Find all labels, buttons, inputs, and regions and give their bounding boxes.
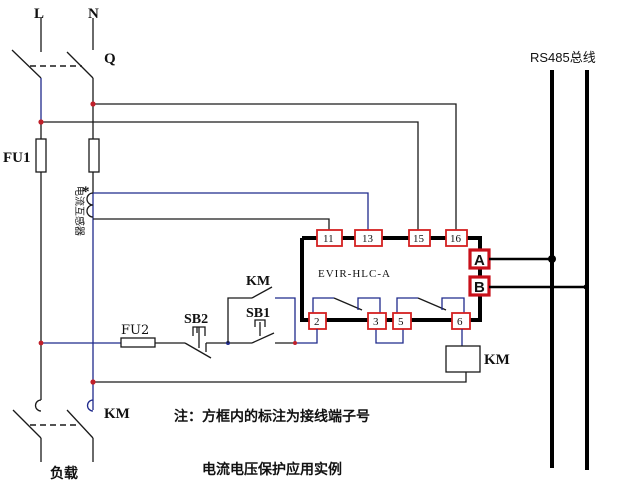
- wire-to-16: [93, 103, 457, 232]
- label-SB2: SB2: [184, 312, 208, 327]
- terminal-A[interactable]: A: [468, 248, 491, 270]
- wire-ct-to-11: [93, 218, 330, 232]
- wire-coil-return: [93, 372, 467, 383]
- terminal-B[interactable]: B: [468, 275, 491, 297]
- device-model: EVIR-HLC-A: [318, 268, 391, 280]
- label-load: 负载: [50, 465, 78, 482]
- label-FU1: FU1: [3, 150, 31, 166]
- jumper-3-5: [375, 328, 404, 344]
- svg-text:B: B: [474, 279, 485, 296]
- label-SB1: SB1: [246, 306, 270, 321]
- junction: [38, 119, 44, 125]
- junction: [293, 341, 297, 345]
- wire-to-15: [41, 121, 419, 232]
- label-current-transformer: 电流互感器: [73, 186, 86, 236]
- current-transformer-coil: [86, 192, 94, 218]
- pushbutton-SB2: [184, 326, 212, 359]
- diagram-caption: 电流电压保护应用实例: [202, 461, 342, 478]
- svg-text:A: A: [474, 252, 485, 269]
- contact-KM-holding: [227, 286, 296, 343]
- svg-text:13: 13: [362, 233, 374, 245]
- relay-contact-2-3: [312, 297, 381, 315]
- fuse-FU1-L: [35, 138, 47, 173]
- label-KM-contactor: KM: [104, 406, 130, 422]
- terminal-2[interactable]: 2: [308, 312, 327, 330]
- label-FU2: FU2: [121, 323, 149, 338]
- ct-polarity-star: *: [82, 184, 90, 200]
- wire-ct-to-13: [93, 192, 369, 232]
- label-KM-coil: KM: [484, 352, 510, 368]
- terminal-13[interactable]: 13: [354, 229, 383, 247]
- svg-text:16: 16: [450, 233, 462, 245]
- breaker-Q: [11, 49, 94, 79]
- terminal-3[interactable]: 3: [367, 312, 387, 330]
- label-Q: Q: [104, 51, 116, 67]
- junction: [90, 379, 96, 385]
- terminal-11[interactable]: 11: [316, 229, 343, 247]
- note-terminal-numbers: 注：方框内的标注为接线端子号: [174, 408, 370, 425]
- label-N: N: [88, 6, 99, 22]
- relay-contact-5-6: [396, 297, 465, 315]
- svg-text:11: 11: [323, 233, 334, 245]
- terminal-6[interactable]: 6: [451, 312, 471, 330]
- junction: [38, 340, 44, 346]
- svg-text:5: 5: [398, 316, 404, 328]
- pushbutton-SB1: [251, 319, 295, 344]
- terminal-15[interactable]: 15: [408, 229, 431, 247]
- fuse-FU2: [120, 337, 156, 348]
- label-L: L: [34, 6, 44, 22]
- rs485-bus-label: RS485总线: [530, 50, 596, 65]
- coil-KM: [445, 345, 481, 373]
- wire-to-terminal-2: [295, 329, 318, 344]
- contactor-KM-N-arc: [86, 399, 94, 412]
- label-KM-contact: KM: [246, 274, 270, 289]
- terminal-16[interactable]: 16: [445, 229, 468, 247]
- contactor-KM-blades: [12, 409, 94, 462]
- svg-text:6: 6: [457, 316, 463, 328]
- contactor-KM-L-arc: [34, 399, 42, 412]
- junction: [90, 101, 96, 107]
- svg-text:2: 2: [314, 316, 320, 328]
- svg-text:15: 15: [413, 233, 425, 245]
- svg-text:3: 3: [373, 316, 379, 328]
- terminal-5[interactable]: 5: [392, 312, 412, 330]
- fuse-FU1-N: [88, 138, 100, 173]
